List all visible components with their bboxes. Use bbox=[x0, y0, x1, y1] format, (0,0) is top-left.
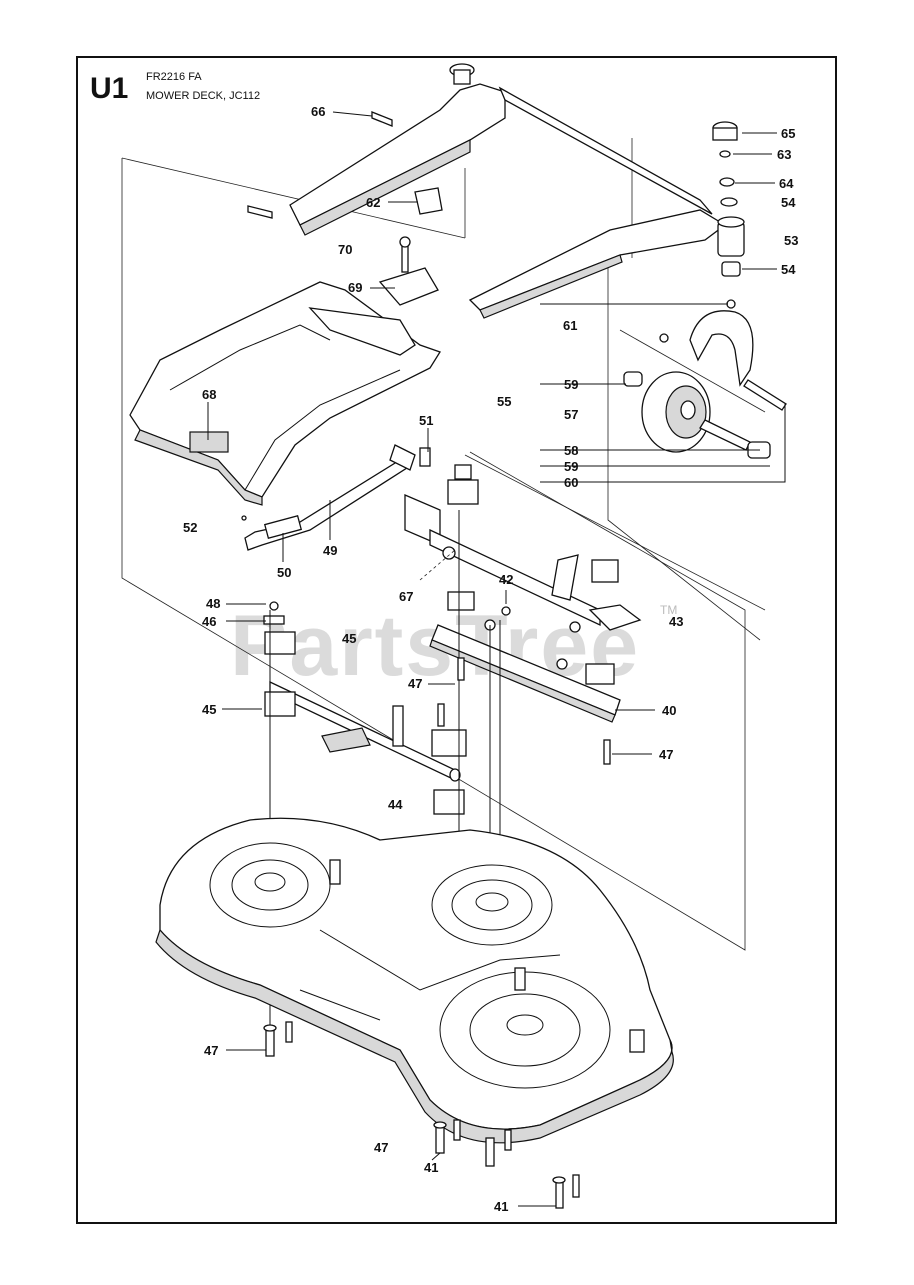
callout-47d: 47 bbox=[374, 1140, 388, 1155]
callout-61: 61 bbox=[563, 318, 577, 333]
callout-53: 53 bbox=[784, 233, 798, 248]
callout-46: 46 bbox=[202, 614, 216, 629]
clip-part bbox=[414, 187, 443, 215]
mower-deck bbox=[155, 817, 674, 1144]
callout-44: 44 bbox=[388, 797, 403, 812]
callout-54b: 54 bbox=[781, 262, 796, 277]
watermark-trademark: TM bbox=[660, 603, 677, 617]
callout-48: 48 bbox=[206, 596, 220, 611]
callout-numbers: 66 62 70 69 68 51 52 49 50 67 42 48 46 4… bbox=[183, 104, 798, 1214]
callout-45b: 45 bbox=[202, 702, 216, 717]
cross-shaft bbox=[263, 601, 467, 815]
callout-50: 50 bbox=[277, 565, 291, 580]
callout-41a: 41 bbox=[424, 1160, 438, 1175]
callout-43: 43 bbox=[669, 614, 683, 629]
center-shaft-assembly bbox=[404, 464, 642, 723]
callout-58: 58 bbox=[564, 443, 578, 458]
callout-69: 69 bbox=[348, 280, 362, 295]
lift-link-rod bbox=[241, 444, 431, 551]
callout-52: 52 bbox=[183, 520, 197, 535]
callout-51: 51 bbox=[419, 413, 433, 428]
leader-lines bbox=[207, 111, 786, 1207]
callout-47b: 47 bbox=[659, 747, 673, 762]
section-code: U1 bbox=[90, 72, 128, 105]
height-knob bbox=[712, 121, 738, 309]
callout-57: 57 bbox=[564, 407, 578, 422]
callout-63: 63 bbox=[777, 147, 791, 162]
callout-55: 55 bbox=[497, 394, 511, 409]
diagram-title: MOWER DECK, JC112 bbox=[146, 90, 260, 102]
callout-49: 49 bbox=[323, 543, 337, 558]
assembly-guide-lines bbox=[121, 138, 766, 951]
gauge-wheel-assembly bbox=[623, 310, 787, 459]
wheel-arm bbox=[468, 86, 745, 319]
callout-68: 68 bbox=[202, 387, 216, 402]
callout-70: 70 bbox=[338, 242, 352, 257]
model-number: FR2216 FA bbox=[146, 71, 202, 83]
callout-66: 66 bbox=[311, 104, 325, 119]
callout-47a: 47 bbox=[408, 676, 422, 691]
upper-lift-bracket bbox=[247, 63, 506, 236]
diagram-frame bbox=[76, 56, 837, 1224]
callout-45a: 45 bbox=[342, 631, 356, 646]
deck-bolts bbox=[263, 657, 611, 1209]
callout-62: 62 bbox=[366, 195, 380, 210]
callout-40: 40 bbox=[662, 703, 676, 718]
lift-frame bbox=[129, 236, 441, 506]
callout-64: 64 bbox=[779, 176, 794, 191]
callout-67: 67 bbox=[399, 589, 413, 604]
callout-41b: 41 bbox=[494, 1199, 508, 1214]
callout-47c: 47 bbox=[204, 1043, 218, 1058]
callout-59b: 59 bbox=[564, 459, 578, 474]
callout-65: 65 bbox=[781, 126, 795, 141]
callout-60: 60 bbox=[564, 475, 578, 490]
callout-59a: 59 bbox=[564, 377, 578, 392]
callout-42: 42 bbox=[499, 572, 513, 587]
callout-54a: 54 bbox=[781, 195, 796, 210]
